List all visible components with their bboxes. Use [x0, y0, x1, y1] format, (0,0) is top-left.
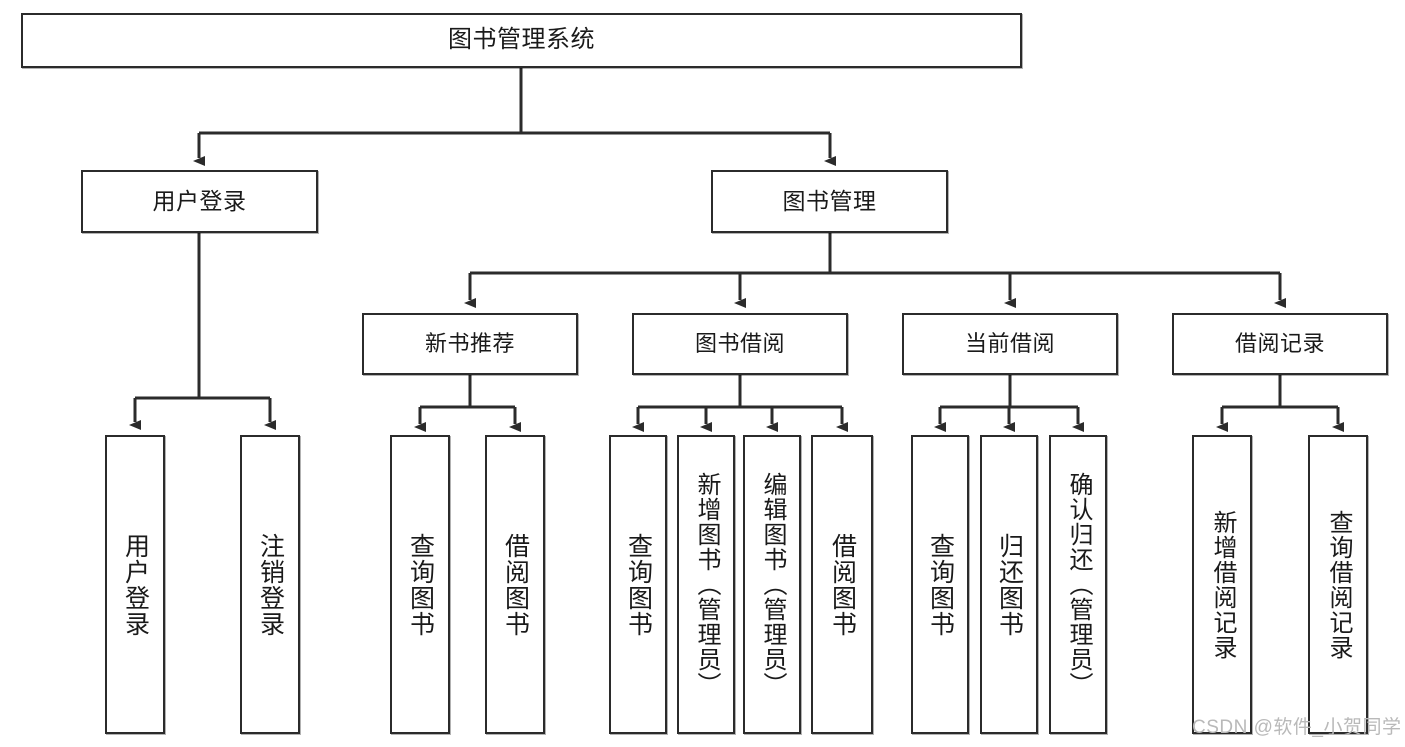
node-user-login[interactable]: 用户登录 — [81, 170, 318, 233]
leaf-confirm-return-admin[interactable]: 确认归还（管理员） — [1049, 435, 1107, 734]
node-label: 注销登录 — [256, 532, 285, 637]
node-label: 新增图书（管理员） — [692, 472, 720, 697]
leaf-borrow-book-recommend[interactable]: 借阅图书 — [485, 435, 545, 734]
leaf-return-book[interactable]: 归还图书 — [980, 435, 1038, 734]
node-book-borrow[interactable]: 图书借阅 — [632, 313, 848, 375]
leaf-user-login[interactable]: 用户登录 — [105, 435, 165, 734]
node-label: 当前借阅 — [964, 331, 1055, 357]
node-label: 编辑图书（管理员） — [758, 472, 786, 697]
leaf-logout[interactable]: 注销登录 — [240, 435, 300, 734]
node-label: 归还图书 — [995, 532, 1024, 637]
node-label: 确认归还（管理员） — [1064, 472, 1092, 697]
leaf-edit-book-admin[interactable]: 编辑图书（管理员） — [743, 435, 801, 734]
leaf-query-book-recommend[interactable]: 查询图书 — [390, 435, 450, 734]
node-label: 新书推荐 — [424, 331, 515, 357]
node-borrow-record[interactable]: 借阅记录 — [1172, 313, 1388, 375]
node-current-borrow[interactable]: 当前借阅 — [902, 313, 1118, 375]
node-label: 借阅图书 — [828, 532, 857, 637]
leaf-query-borrow-record[interactable]: 查询借阅记录 — [1308, 435, 1368, 734]
leaf-add-borrow-record[interactable]: 新增借阅记录 — [1192, 435, 1252, 734]
node-label: 图书管理 — [782, 187, 877, 214]
node-label: 查询借阅记录 — [1324, 509, 1352, 660]
leaf-add-book-admin[interactable]: 新增图书（管理员） — [677, 435, 735, 734]
node-label: 借阅图书 — [501, 532, 530, 637]
node-label: 查询图书 — [926, 532, 955, 637]
leaf-query-book-current[interactable]: 查询图书 — [911, 435, 969, 734]
node-label: 用户登录 — [152, 187, 247, 214]
node-label: 图书借阅 — [694, 331, 785, 357]
node-book-management-system[interactable]: 图书管理系统 — [21, 13, 1022, 68]
leaf-query-book-borrow[interactable]: 查询图书 — [609, 435, 667, 734]
csdn-watermark: CSDN @软件_小贺同学 — [1192, 717, 1402, 738]
node-book-management[interactable]: 图书管理 — [711, 170, 948, 233]
node-label: 借阅记录 — [1234, 331, 1325, 357]
node-label: 图书管理系统 — [448, 26, 595, 54]
node-label: 查询图书 — [406, 532, 435, 637]
node-label: 查询图书 — [624, 532, 653, 637]
node-new-book-recommend[interactable]: 新书推荐 — [362, 313, 578, 375]
leaf-borrow-book[interactable]: 借阅图书 — [811, 435, 873, 734]
node-label: 用户登录 — [121, 532, 150, 637]
node-label: 新增借阅记录 — [1208, 509, 1236, 660]
